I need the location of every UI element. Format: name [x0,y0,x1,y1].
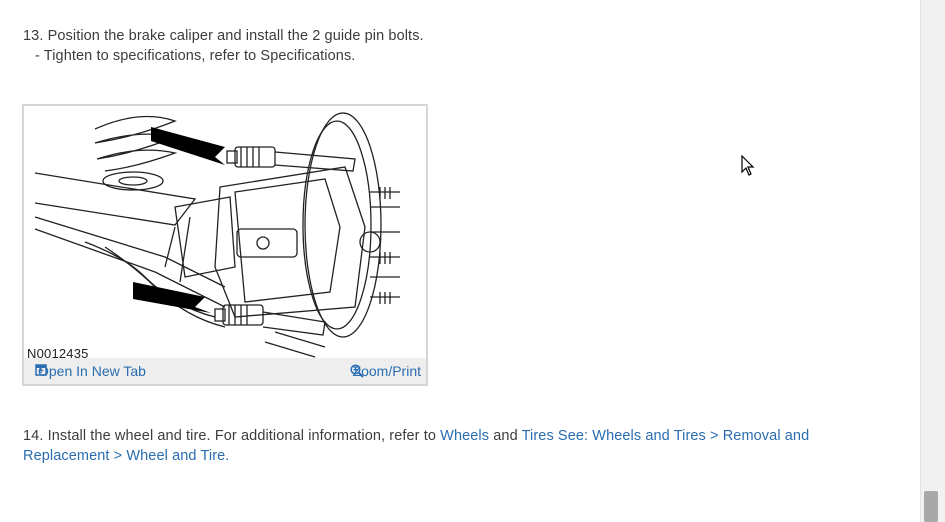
zoom-print-link[interactable]: Zoom/Print [349,363,421,379]
tires-wheel-and-tire-link[interactable]: Tires See: Wheels and Tires > Removal an… [23,428,810,464]
step-13: 13. Position the brake caliper and insta… [23,26,424,66]
figure-toolbar: Open In New Tab Zoom/Print [24,358,426,384]
step-14-text: 14. Install the wheel and tire. For addi… [23,428,441,444]
vertical-scrollbar[interactable] [920,0,945,522]
step-13-subnote: - Tighten to specifications, refer to Sp… [35,48,356,64]
content-area: 13. Position the brake caliper and insta… [22,26,893,466]
scrollbar-thumb[interactable] [924,491,938,522]
step-14: 14. Install the wheel and tire. For addi… [23,426,893,466]
figure-id: N0012435 [27,346,89,361]
figure-brake-caliper: N0012435 Open In New Tab Zoom/Print [22,104,428,386]
open-in-new-tab-label: Open In New Tab [38,363,146,379]
zoom-print-label: Zoom/Print [352,363,421,379]
brake-caliper-illustration [34,112,400,358]
step-14-connector: and [489,428,522,444]
step-13-text: 13. Position the brake caliper and insta… [23,28,424,44]
wheels-link[interactable]: Wheels [440,428,490,444]
mouse-pointer-icon [741,154,755,182]
open-in-new-tab-link[interactable]: Open In New Tab [34,363,146,379]
